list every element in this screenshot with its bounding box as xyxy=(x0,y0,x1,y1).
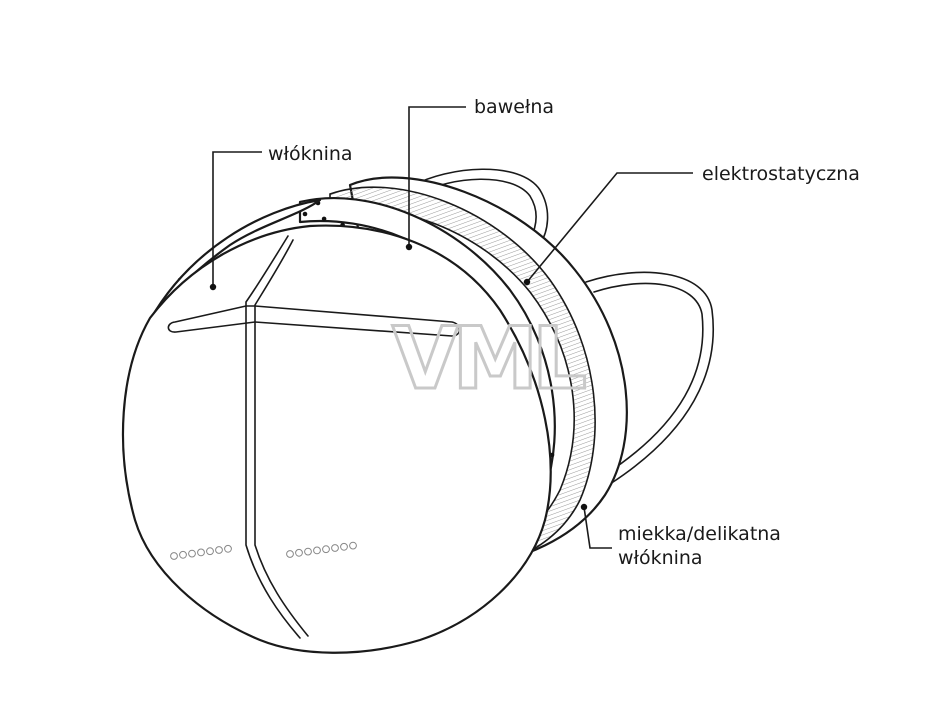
label-elektrostatyczna: elektrostatyczna xyxy=(702,163,860,185)
breathing-hole xyxy=(295,548,303,557)
marker-miekka xyxy=(580,503,588,511)
ear-loop-top-inner xyxy=(417,178,537,241)
marker-bawelna xyxy=(405,243,413,251)
breathing-hole xyxy=(197,548,205,557)
watermark-logo: VML xyxy=(392,309,585,409)
label-miekka-line1: miekka/delikatna xyxy=(618,523,781,545)
marker-wloknina-top xyxy=(209,283,217,291)
label-bawelna: bawełna xyxy=(474,96,554,118)
label-miekka-line2: włóknina xyxy=(618,547,703,569)
texture-dot xyxy=(321,216,327,222)
leader-wloknina-top xyxy=(212,151,262,287)
mask-fold-lines xyxy=(245,235,301,639)
breathing-holes xyxy=(170,541,357,560)
ear-loop-right xyxy=(585,271,714,485)
breathing-hole xyxy=(206,547,214,556)
ear-loop-right-inner xyxy=(593,282,704,475)
breathing-hole xyxy=(304,547,312,556)
ear-loop-top xyxy=(411,168,549,245)
breathing-hole xyxy=(286,550,294,558)
breathing-hole xyxy=(179,550,187,559)
breathing-hole xyxy=(349,541,357,550)
nose-strip xyxy=(167,305,461,337)
texture-dot xyxy=(302,211,308,217)
breathing-hole xyxy=(215,546,223,554)
breathing-hole xyxy=(188,549,196,558)
mask-fold-lines-2 xyxy=(254,239,309,637)
leader-bawelna xyxy=(408,106,466,247)
breathing-hole xyxy=(331,544,339,552)
breathing-hole xyxy=(322,545,330,554)
label-wloknina-top: włóknina xyxy=(268,143,353,165)
leader-miekka xyxy=(583,506,612,549)
leader-elektrostatyczna xyxy=(526,172,693,283)
marker-elektrostatyczna xyxy=(523,278,531,286)
breathing-hole xyxy=(313,546,321,555)
breathing-hole xyxy=(170,552,178,560)
breathing-hole xyxy=(224,544,232,553)
breathing-hole xyxy=(340,542,348,551)
